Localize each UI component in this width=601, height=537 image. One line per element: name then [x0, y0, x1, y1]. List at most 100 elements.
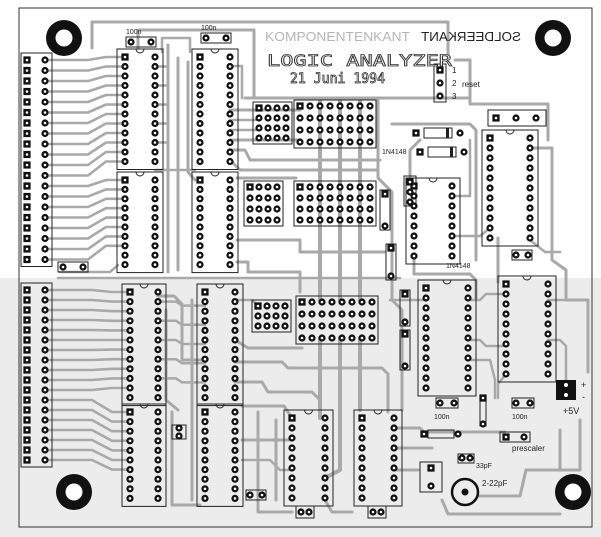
pad-drill — [203, 449, 207, 452]
pad-drill — [488, 196, 492, 200]
pad-drill — [233, 386, 237, 390]
pad-drill — [156, 377, 160, 380]
copper-trace — [466, 338, 508, 348]
resistor-array-a — [252, 101, 293, 145]
pad-drill — [323, 486, 327, 490]
copper-trace — [233, 380, 322, 402]
pad-drill — [43, 79, 47, 83]
pad-drill — [360, 300, 364, 304]
ic-notch — [139, 283, 149, 289]
pad-drill — [43, 398, 47, 402]
pad-drill — [528, 226, 532, 230]
pad-drill — [198, 244, 202, 248]
pad-drill — [323, 446, 327, 450]
pad-drill — [488, 206, 492, 210]
pad-drill — [323, 426, 327, 430]
copper-trace — [496, 372, 508, 400]
pad-drill — [153, 65, 157, 68]
pad-drill — [25, 438, 29, 442]
pad-drill — [275, 106, 279, 110]
pad-drill — [328, 116, 332, 120]
pad-drill — [43, 237, 47, 240]
copper-trace — [156, 338, 207, 346]
pad-drill — [123, 253, 127, 257]
pad-drill — [370, 336, 374, 340]
pad-drill — [308, 140, 312, 144]
pad-drill — [25, 428, 29, 432]
pad-drill — [233, 497, 237, 500]
pad-drill — [290, 426, 294, 430]
pad-drill — [266, 126, 270, 130]
pad-drill — [156, 319, 160, 323]
pad-drill — [383, 224, 387, 228]
pad-drill — [25, 226, 29, 230]
pad-drill — [25, 69, 29, 72]
pad-drill — [370, 324, 374, 328]
pad-drill — [203, 477, 207, 481]
copper-trace — [160, 36, 192, 54]
pad-drill — [546, 332, 550, 336]
pad-drill — [481, 422, 485, 426]
pad-drill — [488, 166, 492, 170]
pad-drill — [290, 446, 294, 450]
copper-trace — [408, 138, 422, 178]
pad-drill — [348, 116, 352, 120]
pad-drill — [368, 128, 372, 132]
pad-drill — [424, 296, 428, 300]
power-connector — [556, 380, 576, 400]
pad-drill — [328, 207, 332, 211]
pad-drill — [153, 122, 157, 125]
ic-notch — [210, 171, 220, 177]
copper-trace — [323, 336, 342, 480]
dip-switch-c — [295, 295, 379, 345]
pad-drill — [203, 410, 207, 414]
pad-drill — [323, 466, 327, 470]
pad-drill — [233, 348, 237, 351]
pad-drill — [350, 312, 354, 316]
pad-drill — [360, 486, 364, 490]
pad-drill — [488, 186, 492, 190]
pad-drill — [233, 290, 237, 294]
pad-drill — [156, 497, 160, 500]
connector-b — [20, 282, 53, 468]
pad-drill — [330, 324, 334, 328]
trimmer-body — [450, 477, 480, 507]
pad-drill — [25, 408, 29, 412]
pad-drill — [123, 206, 127, 210]
pad-drill — [360, 336, 364, 340]
pad-drill — [320, 312, 324, 316]
pad-drill — [266, 185, 270, 189]
pad-drill — [43, 378, 47, 382]
pad-drill — [156, 458, 160, 462]
transistor — [403, 175, 417, 207]
pad-drill — [368, 116, 372, 120]
pad-drill — [274, 324, 278, 328]
pad-drill — [320, 300, 324, 304]
copper-trace — [43, 160, 127, 177]
pad-drill — [203, 367, 207, 371]
pad-drill — [466, 306, 470, 310]
pad-drill — [257, 218, 261, 222]
pad-drill — [43, 438, 47, 442]
pad-drill — [528, 196, 532, 200]
pad-drill — [318, 140, 322, 144]
pad-drill — [298, 140, 302, 144]
copper-trace — [43, 103, 127, 114]
project-title: LOGIC ANALYZER — [267, 51, 453, 70]
pad-drill — [274, 314, 278, 318]
pad-drill — [526, 253, 530, 257]
pad-drill — [412, 224, 416, 228]
pad-drill — [308, 218, 312, 222]
pad-drill — [534, 116, 538, 120]
pad-drill — [392, 456, 396, 460]
pad-drill — [424, 346, 428, 350]
pad-drill — [338, 185, 342, 189]
pad-drill — [338, 140, 342, 144]
pad-drill — [25, 205, 29, 209]
pad-drill — [284, 106, 288, 110]
pad-drill — [43, 388, 47, 392]
pad-drill — [198, 65, 202, 68]
pad-drill — [123, 225, 127, 229]
copper-trace — [43, 377, 132, 382]
reset-pin2-label: 2 — [452, 79, 457, 88]
